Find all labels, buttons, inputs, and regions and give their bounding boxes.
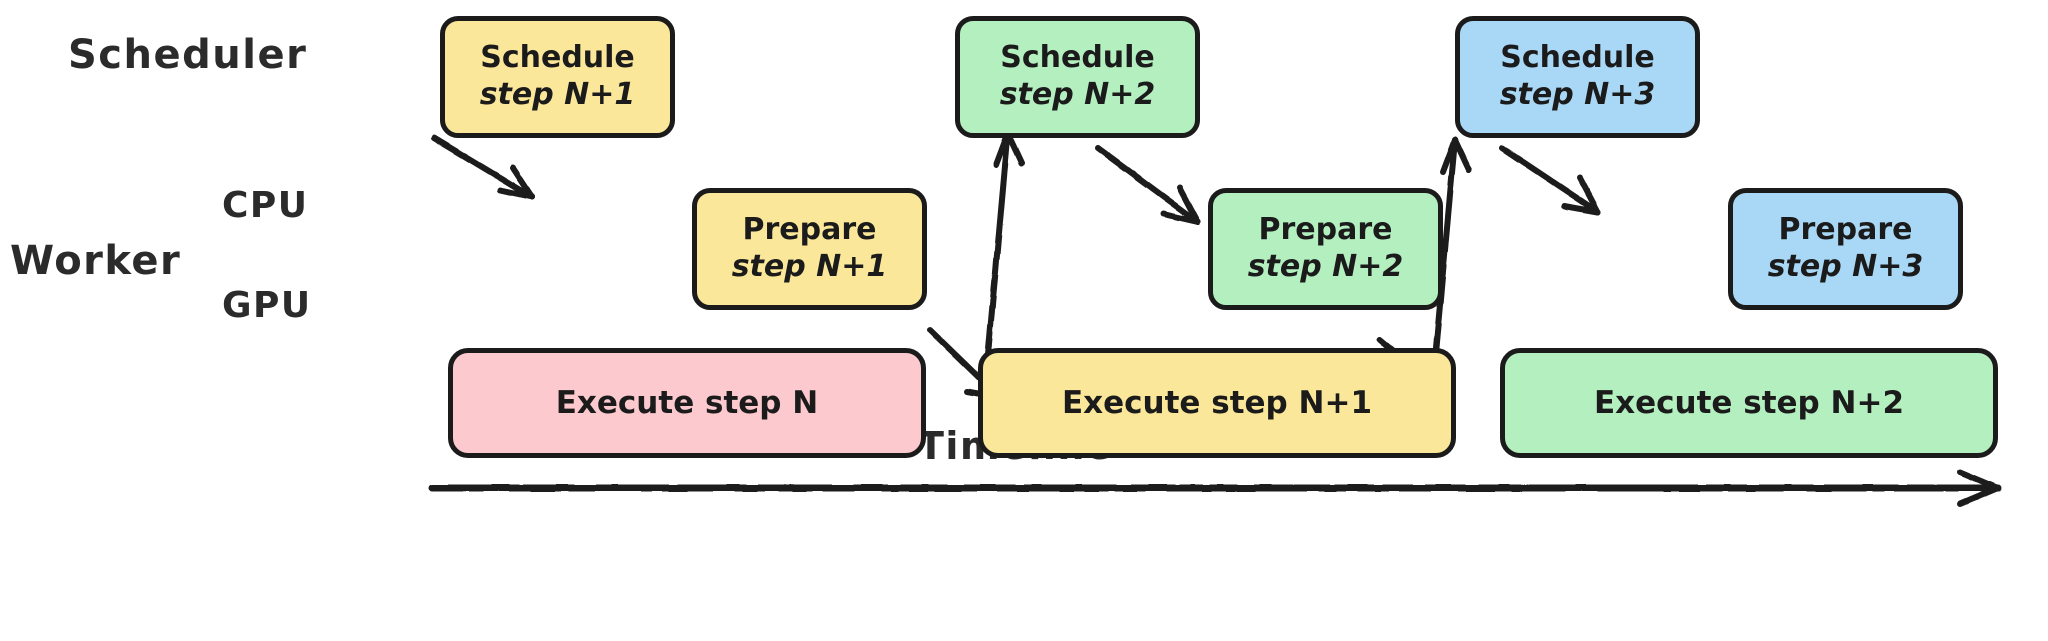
lane-label-scheduler: Scheduler [68,32,308,78]
schedule-box-3-line1: Schedule [1500,40,1655,76]
prepare-box-2-line1: Prepare [1258,212,1393,248]
execute-bar-2-label: Execute step N+1 [1061,385,1373,421]
execute-bar-1-label: Execute step N [555,385,819,421]
arrow-schedule3-to-prepare3 [1499,145,1601,215]
execute-bar-2[interactable]: Execute step N+1 [978,348,1456,458]
prepare-box-3-line1: Prepare [1778,212,1913,248]
schedule-box-3-line2: step N+3 [1499,77,1656,112]
prepare-box-1-line2: step N+1 [731,249,888,284]
arrow-schedule2-to-prepare2 [1095,145,1201,225]
prepare-box-1-line1: Prepare [742,212,877,248]
schedule-box-2-line2: step N+2 [999,77,1156,112]
execute-bar-3[interactable]: Execute step N+2 [1500,348,1998,458]
schedule-box-1[interactable]: Schedule step N+1 [440,16,675,138]
lane-label-gpu: GPU [222,285,312,326]
lane-label-worker: Worker [10,238,182,284]
prepare-box-1[interactable]: Prepare step N+1 [692,188,927,310]
schedule-box-1-line1: Schedule [480,40,635,76]
prepare-box-2-line2: step N+2 [1247,249,1404,284]
arrow-schedule1-to-prepare1 [431,135,535,200]
schedule-box-2[interactable]: Schedule step N+2 [955,16,1200,138]
execute-bar-1[interactable]: Execute step N [448,348,926,458]
schedule-box-1-line2: step N+1 [479,77,636,112]
prepare-box-3-line2: step N+3 [1767,249,1924,284]
schedule-box-3[interactable]: Schedule step N+3 [1455,16,1700,138]
timeline-axis-arrow [428,469,2002,507]
prepare-box-2[interactable]: Prepare step N+2 [1208,188,1443,310]
lane-label-cpu: CPU [222,185,309,226]
execute-bar-3-label: Execute step N+2 [1593,385,1905,421]
prepare-box-3[interactable]: Prepare step N+3 [1728,188,1963,310]
schedule-box-2-line1: Schedule [1000,40,1155,76]
